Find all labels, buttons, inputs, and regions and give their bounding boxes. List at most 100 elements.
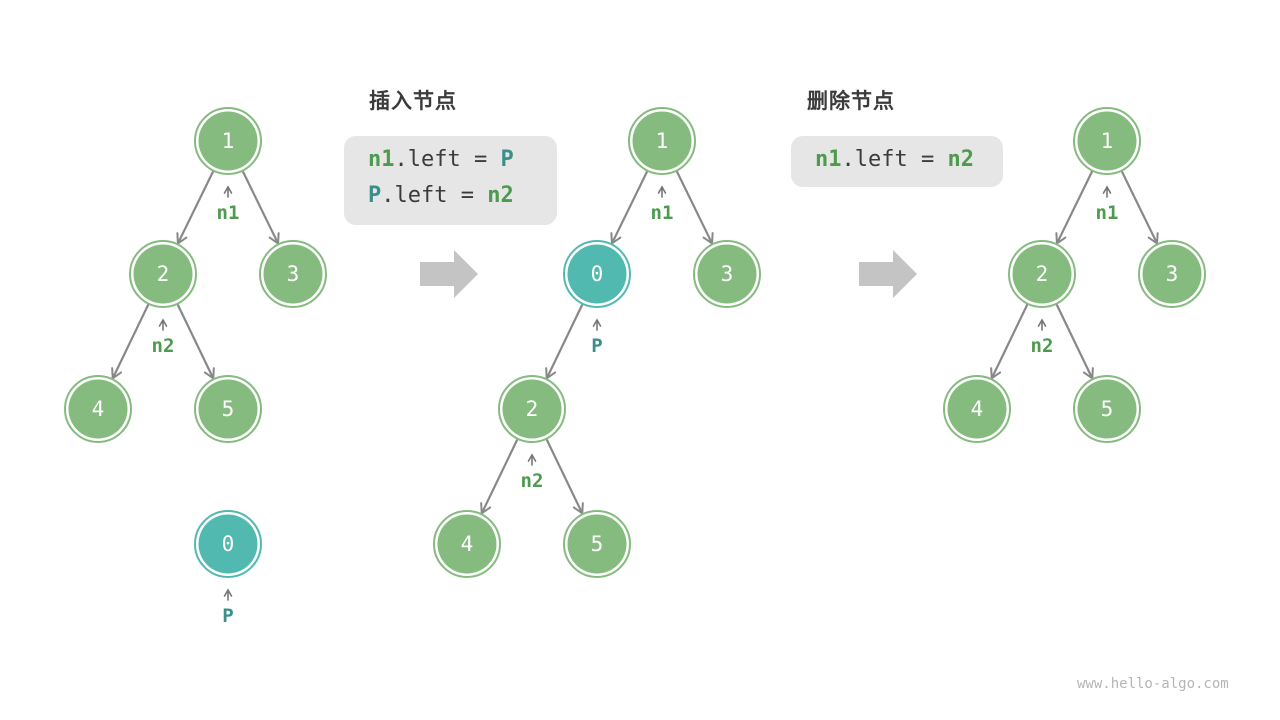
- tree-edge: [675, 170, 714, 245]
- tree-edge: [545, 438, 584, 515]
- node-circle: [1142, 244, 1202, 304]
- code-line: n1.left = P: [368, 147, 533, 183]
- pointer-label: n1: [651, 202, 674, 224]
- tree-node: 4: [433, 510, 501, 578]
- code-token: .left =: [841, 147, 948, 172]
- code-line: n1.left = n2: [815, 147, 979, 183]
- tree-edge: [176, 170, 215, 245]
- tree-node: 2: [129, 240, 197, 308]
- tree-node: 1: [194, 107, 262, 175]
- pointer-label: n2: [1031, 335, 1054, 357]
- tree-node: 4: [64, 375, 132, 443]
- node-ring: [64, 375, 132, 443]
- node-label: 1: [656, 129, 669, 153]
- delete-step-title: 删除节点: [807, 89, 895, 113]
- pointer-arrow: [1102, 185, 1112, 198]
- tree-edge: [176, 303, 215, 380]
- pointer-label: n1: [217, 202, 240, 224]
- node-ring: [1073, 375, 1141, 443]
- edges-layer: [111, 170, 1159, 515]
- pointer-arrow: [223, 588, 233, 601]
- node-ring: [498, 375, 566, 443]
- pointer-arrow: [592, 318, 602, 331]
- tree-node: 3: [693, 240, 761, 308]
- pointer-label: P: [591, 335, 602, 357]
- node-circle: [502, 379, 562, 439]
- pointer-arrow: [158, 318, 168, 331]
- node-ring: [1138, 240, 1206, 308]
- code-token: P: [500, 147, 514, 172]
- node-circle: [947, 379, 1007, 439]
- node-ring: [129, 240, 197, 308]
- tree-node: 2: [1008, 240, 1076, 308]
- node-label: 5: [1101, 397, 1114, 421]
- delete-code-block: n1.left = n2: [791, 136, 1003, 187]
- code-token: n1: [815, 147, 842, 172]
- pointer-label: P: [222, 605, 233, 627]
- node-ring: [628, 107, 696, 175]
- node-ring: [1008, 240, 1076, 308]
- node-label: 3: [721, 262, 734, 286]
- pointer-arrow: [1037, 318, 1047, 331]
- tree-edge: [241, 170, 280, 245]
- node-label: 4: [971, 397, 984, 421]
- tree-node: 5: [194, 375, 262, 443]
- node-circle: [697, 244, 757, 304]
- node-label: 4: [92, 397, 105, 421]
- tree-node: 0: [563, 240, 631, 308]
- tree-edge: [545, 303, 584, 380]
- node-circle: [1012, 244, 1072, 304]
- tree-node: 3: [1138, 240, 1206, 308]
- node-circle: [1077, 111, 1137, 171]
- tree-edge: [480, 438, 519, 515]
- pointer-label: n2: [152, 335, 175, 357]
- code-token: P: [368, 183, 382, 208]
- node-label: 4: [461, 532, 474, 556]
- node-ring: [1073, 107, 1141, 175]
- node-ring: [259, 240, 327, 308]
- node-label: 0: [591, 262, 604, 286]
- pointer-label: n1: [1096, 202, 1119, 224]
- node-circle: [68, 379, 128, 439]
- pointer-arrow: [223, 185, 233, 198]
- tree-edge: [610, 170, 649, 245]
- pointer-label: n2: [521, 470, 544, 492]
- node-circle: [198, 379, 258, 439]
- node-circle: [198, 514, 258, 574]
- transition-arrows: [420, 250, 917, 298]
- tree-node: 1: [628, 107, 696, 175]
- node-circle: [632, 111, 692, 171]
- node-circle: [263, 244, 323, 304]
- code-token: n2: [487, 183, 514, 208]
- node-ring: [194, 107, 262, 175]
- code-token: .left =: [381, 183, 488, 208]
- node-ring: [693, 240, 761, 308]
- node-ring: [433, 510, 501, 578]
- node-circle: [437, 514, 497, 574]
- tree-edge: [1055, 303, 1094, 380]
- tree-edge: [1055, 170, 1094, 245]
- node-label: 1: [222, 129, 235, 153]
- node-label: 2: [526, 397, 539, 421]
- node-label: 3: [1166, 262, 1179, 286]
- pointer-arrow: [657, 185, 667, 198]
- code-token: n2: [947, 147, 974, 172]
- insert-step-title: 插入节点: [369, 89, 457, 113]
- node-label: 5: [591, 532, 604, 556]
- node-circle: [567, 244, 627, 304]
- node-ring: [943, 375, 1011, 443]
- tree-node: 5: [563, 510, 631, 578]
- node-label: 3: [287, 262, 300, 286]
- tree-edge: [1120, 170, 1159, 245]
- node-label: 2: [1036, 262, 1049, 286]
- node-circle: [198, 111, 258, 171]
- tree-node: 1: [1073, 107, 1141, 175]
- tree-edge: [111, 303, 150, 380]
- code-token: n1: [368, 147, 395, 172]
- code-line: P.left = n2: [368, 183, 533, 219]
